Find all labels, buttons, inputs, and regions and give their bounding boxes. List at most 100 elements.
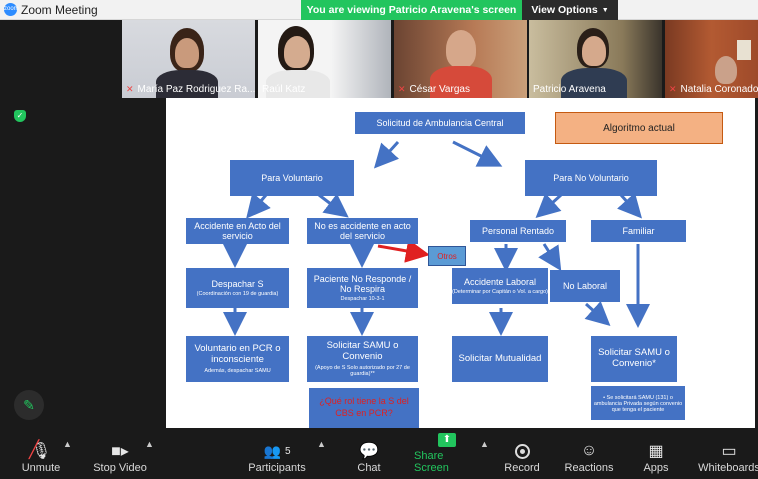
- chevron-up-icon[interactable]: ▲: [480, 439, 489, 449]
- share-screen-button[interactable]: ⬆ Share Screen: [414, 430, 480, 479]
- box-accidente-laboral: Accidente Laboral (Determinar por Capitá…: [452, 268, 548, 304]
- box-despachar: Despachar S (Coordinación con 19 de guar…: [186, 268, 289, 308]
- participant-thumbnail-active[interactable]: Patricio Aravena: [529, 20, 662, 98]
- share-screen-label: Share Screen: [414, 450, 449, 474]
- box-solicitar-samu: Solicitar SAMU o Convenio (Apoyo de S So…: [307, 336, 418, 382]
- box-samu-convenio: Solicitar SAMU o Convenio*: [591, 336, 677, 382]
- whiteboard-icon: ▭: [721, 443, 737, 460]
- box-sublabel: Además, despachar SAMU: [204, 367, 271, 374]
- box-label: Paciente No Responde / No Respira: [313, 273, 412, 294]
- box-label: Solicitar SAMU o Convenio: [326, 339, 399, 362]
- chevron-down-icon: ▼: [601, 6, 609, 14]
- box-familiar: Familiar: [591, 220, 686, 242]
- box-label: No Laboral: [562, 280, 608, 291]
- participants-count: 5: [284, 445, 291, 457]
- record-label: Record: [504, 462, 540, 474]
- box-sublabel: (Coordinación con 19 de guardia): [196, 291, 279, 298]
- reactions-button[interactable]: ☺ Reactions: [563, 430, 615, 479]
- stop-video-label: Stop Video: [93, 462, 147, 474]
- reactions-label: Reactions: [564, 462, 614, 474]
- chat-label: Chat: [357, 462, 381, 474]
- view-options-button[interactable]: View Options ▼: [522, 0, 618, 20]
- stop-video-button[interactable]: ■▸ Stop Video: [90, 430, 150, 479]
- box-otros: Otros: [428, 246, 466, 266]
- box-label: Para Voluntario: [261, 172, 323, 183]
- participant-name: ✕ César Vargas: [394, 84, 470, 95]
- participant-name-label: César Vargas: [409, 84, 470, 95]
- participant-thumbnail[interactable]: ✕ César Vargas: [394, 20, 527, 98]
- viewing-banner: You are viewing Patricio Aravena's scree…: [301, 0, 618, 20]
- box-sublabel: Despachar 10-3-1: [340, 296, 385, 303]
- smiley-icon: ☺: [580, 442, 598, 459]
- box-para-no-voluntario: Para No Voluntario: [525, 160, 657, 196]
- share-screen-icon: ⬆: [438, 430, 456, 450]
- box-label: Solicitar Mutualidad: [458, 352, 542, 364]
- flowchart-arrows: [223, 140, 650, 336]
- participant-thumbnail[interactable]: ✕ Natalia Coronado: [665, 20, 758, 98]
- apps-grid-icon: ▦: [648, 443, 664, 460]
- record-icon: [514, 440, 530, 462]
- participant-thumbnail[interactable]: ✕ María Paz Rodriguez Ra...: [122, 20, 255, 98]
- participant-name: Patricio Aravena: [529, 84, 606, 95]
- wall-picture: [737, 40, 751, 60]
- box-label: Familiar: [622, 225, 655, 236]
- participant-name-label: María Paz Rodriguez Ra...: [137, 84, 255, 95]
- security-shield-icon: ✓: [14, 110, 26, 122]
- whiteboards-button[interactable]: ▭ Whiteboards: [698, 430, 758, 479]
- box-sublabel: (Determinar por Capitán o Vol. a cargo): [452, 289, 548, 296]
- box-label: Accidente en Acto del servicio: [194, 220, 281, 241]
- annotate-pencil-icon[interactable]: ✎: [14, 390, 44, 420]
- participants-button[interactable]: 👥5 Participants: [246, 430, 308, 479]
- apps-button[interactable]: ▦ Apps: [638, 430, 674, 479]
- video-camera-icon: ■▸: [111, 443, 129, 460]
- box-mutualidad: Solicitar Mutualidad: [452, 336, 548, 382]
- participant-name: ✕ Natalia Coronado: [665, 84, 758, 95]
- unmute-label: Unmute: [21, 462, 61, 474]
- box-label: No es accidente en acto del servicio: [314, 220, 411, 241]
- participant-name-label: Raúl Katz: [262, 84, 306, 95]
- box-samu-convenio-note: • Se solicitará SAMU (131) o ambulancia …: [591, 386, 685, 420]
- chevron-up-icon[interactable]: ▲: [63, 439, 72, 449]
- chat-button[interactable]: 💬 Chat: [350, 430, 388, 479]
- box-label: Voluntario en PCR o inconsciente: [194, 342, 281, 365]
- box-accidente-acto: Accidente en Acto del servicio: [186, 218, 289, 244]
- mic-muted-icon: 🎙╱: [28, 440, 52, 460]
- box-label: Personal Rentado: [481, 225, 555, 236]
- chevron-up-icon[interactable]: ▲: [145, 439, 154, 449]
- box-label: Despachar S: [211, 278, 264, 289]
- box-no-accidente: No es accidente en acto del servicio: [307, 218, 418, 244]
- box-no-laboral: No Laboral: [550, 270, 620, 302]
- legend-box: Algoritmo actual: [555, 112, 723, 144]
- viewing-text: You are viewing Patricio Aravena's scree…: [301, 0, 522, 20]
- whiteboards-label: Whiteboards: [698, 462, 758, 474]
- box-label: Para No Voluntario: [553, 172, 629, 183]
- participant-name-label: Natalia Coronado: [680, 84, 758, 95]
- participant-thumbnail[interactable]: Raúl Katz: [258, 20, 391, 98]
- shared-screen-slide: Algoritmo actual Solicitud de Ambulancia…: [166, 98, 755, 428]
- chat-bubble-icon: 💬: [359, 443, 379, 460]
- mic-off-icon: ✕: [669, 84, 677, 94]
- participant-name: ✕ María Paz Rodriguez Ra...: [122, 84, 255, 95]
- meeting-toolbar: 🎙╱ Unmute ▲ ■▸ Stop Video ▲ 👥5 Participa…: [0, 430, 758, 479]
- question-box: ¿Qué rol tiene la S del CBS en PCR?: [309, 388, 419, 428]
- box-label: Accidente Laboral: [463, 276, 537, 287]
- apps-label: Apps: [643, 462, 669, 474]
- mic-off-icon: ✕: [126, 84, 134, 94]
- box-sublabel: (Apoyo de S Solo autorizado por 27 de gu…: [315, 364, 410, 377]
- box-solicitud: Solicitud de Ambulancia Central: [355, 112, 525, 134]
- unmute-button[interactable]: 🎙╱ Unmute: [18, 430, 64, 479]
- box-sublabel: • Se solicitará SAMU (131) o ambulancia …: [593, 394, 683, 414]
- chevron-up-icon[interactable]: ▲: [317, 439, 326, 449]
- box-no-responde: Paciente No Responde / No Respira Despac…: [307, 268, 418, 308]
- mic-off-icon: ✕: [398, 84, 406, 94]
- participant-name-label: Patricio Aravena: [533, 84, 606, 95]
- box-label: Solicitud de Ambulancia Central: [376, 117, 504, 128]
- record-button[interactable]: Record: [500, 430, 544, 479]
- box-personal-rentado: Personal Rentado: [470, 220, 566, 242]
- view-options-label: View Options: [531, 4, 598, 16]
- box-para-voluntario: Para Voluntario: [230, 160, 354, 196]
- participants-icon: 👥5: [263, 442, 291, 459]
- box-voluntario-pcr: Voluntario en PCR o inconsciente Además,…: [186, 336, 289, 382]
- participants-label: Participants: [248, 462, 306, 474]
